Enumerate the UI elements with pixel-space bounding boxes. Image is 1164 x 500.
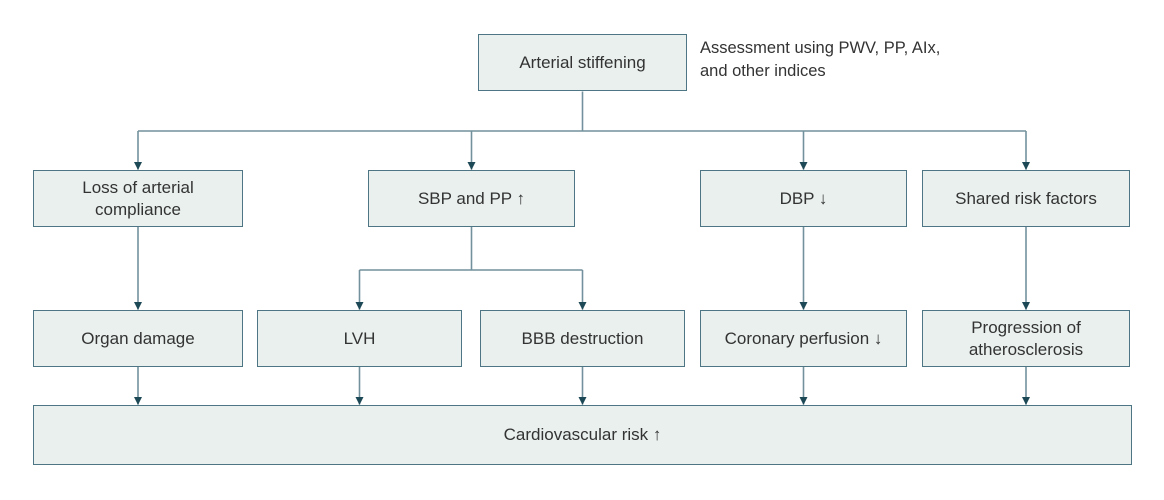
node-organ-damage: Organ damage: [33, 310, 243, 367]
node-progression-of-atherosclerosis: Progression of atherosclerosis: [922, 310, 1130, 367]
node-label: Cardiovascular risk ↑: [503, 425, 662, 445]
node-loss-of-arterial-compliance: Loss of arterial compliance: [33, 170, 243, 227]
node-arterial-stiffening: Arterial stiffening: [478, 34, 687, 91]
node-label: Shared risk factors: [955, 188, 1097, 208]
node-label: Arterial stiffening: [519, 52, 646, 72]
node-cardiovascular-risk-up: Cardiovascular risk ↑: [33, 405, 1132, 465]
node-label: Organ damage: [81, 328, 195, 348]
node-dbp-down: DBP ↓: [700, 170, 907, 227]
node-label: BBB destruction: [521, 328, 644, 348]
node-lvh: LVH: [257, 310, 462, 367]
node-bbb-destruction: BBB destruction: [480, 310, 685, 367]
node-label: Coronary perfusion ↓: [724, 328, 883, 348]
node-coronary-perfusion-down: Coronary perfusion ↓: [700, 310, 907, 367]
annotation-line-1: Assessment using PWV, PP, AIx,: [700, 39, 941, 57]
node-label: SBP and PP ↑: [417, 188, 526, 208]
node-label: Loss of arterial compliance: [82, 178, 194, 219]
node-label: DBP ↓: [779, 188, 828, 208]
node-label: LVH: [343, 328, 376, 348]
node-sbp-and-pp-up: SBP and PP ↑: [368, 170, 575, 227]
annotation-assessment-indices: Assessment using PWV, PP, AIx, and other…: [700, 37, 940, 83]
node-shared-risk-factors: Shared risk factors: [922, 170, 1130, 227]
annotation-line-2: and other indices: [700, 62, 826, 80]
node-label: Progression of atherosclerosis: [968, 318, 1084, 359]
